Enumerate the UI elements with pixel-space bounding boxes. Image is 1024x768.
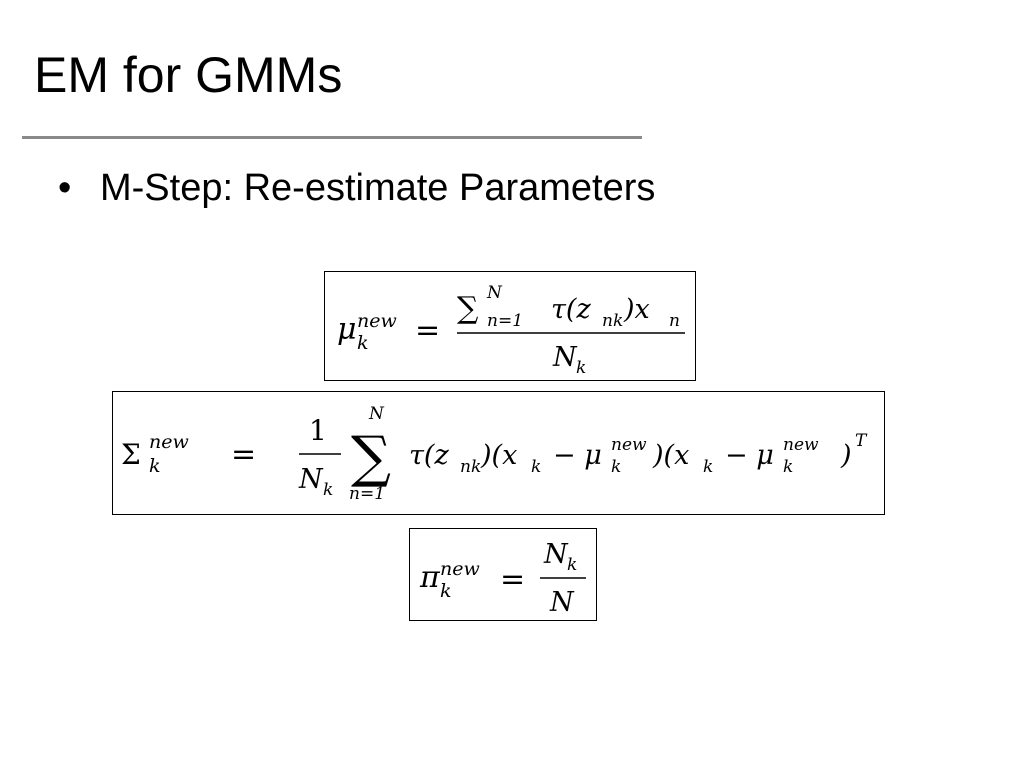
pi-symbol: π — [419, 560, 441, 595]
mu-symbol: μ — [337, 312, 357, 347]
mu-superscript: new — [357, 310, 397, 332]
mu-sum-lower: n=1 — [487, 311, 523, 331]
sigma-sum-upper: N — [368, 404, 385, 424]
mu-denominator-sub: k — [576, 358, 586, 378]
mu-sum-symbol: ∑ — [457, 291, 479, 326]
mixing-coefficient-formula: π new k = N k N — [419, 539, 586, 618]
sigma-frac-denominator-sub: k — [323, 480, 333, 500]
pi-equals: = — [500, 562, 525, 597]
pi-denominator: N — [549, 587, 575, 618]
sigma-mu2: − μ — [725, 440, 774, 471]
mu-tau-sub: nk — [602, 311, 623, 331]
mixing-coefficient-update-equation: π new k = N k N — [409, 528, 597, 621]
sigma-mu1-sub: k — [611, 457, 621, 477]
pi-numerator-sub: k — [567, 555, 577, 575]
bullet-text: M-Step: Re-estimate Parameters — [100, 167, 656, 209]
pi-numerator: N — [543, 539, 569, 570]
slide-title: EM for GMMs — [34, 47, 343, 103]
sigma-mu1: − μ — [553, 440, 602, 471]
sigma-transpose: T — [855, 431, 868, 451]
bullet-item: • M-Step: Re-estimate Parameters — [58, 168, 655, 208]
sigma-x1-sub: k — [531, 457, 541, 477]
mu-denominator: N — [552, 342, 578, 373]
sigma-mu1-sup: new — [611, 435, 647, 455]
sigma-x2: )(x — [652, 440, 689, 471]
mean-update-equation: μ new k = ∑ N n=1 τ(z nk )x n N k — [324, 271, 696, 381]
sigma-superscript: new — [149, 431, 189, 453]
sigma-equals: = — [231, 437, 256, 472]
sigma-x1: )(x — [480, 440, 517, 471]
pi-superscript: new — [440, 558, 480, 580]
sigma-symbol: Σ — [121, 438, 141, 471]
sigma-frac-numerator: 1 — [309, 414, 327, 447]
pi-subscript: k — [440, 580, 452, 602]
mu-x: )x — [623, 294, 650, 325]
mean-update-formula: μ new k = ∑ N n=1 τ(z nk )x n N k — [337, 283, 685, 378]
mu-x-sub: n — [669, 311, 680, 331]
sigma-close-paren: ) — [840, 440, 852, 471]
mu-equals: = — [415, 313, 440, 348]
mu-tau: τ(z — [551, 294, 591, 325]
sigma-mu2-sup: new — [783, 435, 819, 455]
sigma-tau: τ(z — [409, 440, 449, 471]
sigma-mu2-sub: k — [783, 457, 793, 477]
sigma-subscript: k — [149, 455, 161, 477]
covariance-update-equation: Σ new k = 1 N k N ∑ n=1 τ(z nk )(x k − μ… — [112, 391, 885, 515]
sigma-sum-symbol: ∑ — [351, 425, 391, 490]
bullet-marker: • — [58, 167, 72, 209]
sigma-x2-sub: k — [703, 457, 713, 477]
sigma-sum-lower: n=1 — [349, 484, 385, 504]
sigma-tau-sub: nk — [460, 457, 481, 477]
mu-sum-upper: N — [486, 283, 503, 303]
title-divider — [22, 136, 642, 139]
covariance-update-formula: Σ new k = 1 N k N ∑ n=1 τ(z nk )(x k − μ… — [121, 404, 868, 504]
mu-subscript: k — [357, 332, 369, 354]
sigma-frac-denominator: N — [298, 464, 324, 495]
